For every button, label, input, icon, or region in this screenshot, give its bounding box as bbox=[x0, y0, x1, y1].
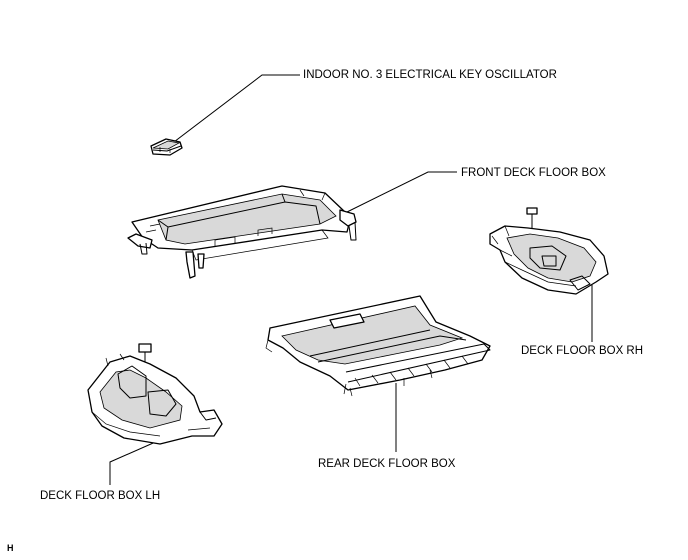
front-deck-floor-box-part bbox=[127, 185, 357, 279]
label-oscillator: INDOOR NO. 3 ELECTRICAL KEY OSCILLATOR bbox=[303, 69, 557, 81]
figure-code: H bbox=[7, 543, 14, 553]
leader-lines bbox=[109, 74, 593, 485]
rear-deck-floor-box-part bbox=[265, 295, 491, 397]
oscillator-part bbox=[150, 138, 183, 156]
leader-box-lh bbox=[109, 439, 161, 485]
deck-floor-box-rh-part bbox=[489, 207, 609, 295]
label-deck-floor-box-lh: DECK FLOOR BOX LH bbox=[40, 490, 161, 502]
label-front-deck-floor-box: FRONT DECK FLOOR BOX bbox=[461, 167, 606, 179]
deck-floor-box-lh-part bbox=[87, 343, 223, 445]
label-deck-floor-box-rh: DECK FLOOR BOX RH bbox=[521, 345, 644, 357]
leader-oscillator bbox=[169, 74, 300, 146]
label-rear-deck-floor-box: REAR DECK FLOOR BOX bbox=[318, 458, 456, 470]
leader-front-box bbox=[344, 171, 457, 214]
